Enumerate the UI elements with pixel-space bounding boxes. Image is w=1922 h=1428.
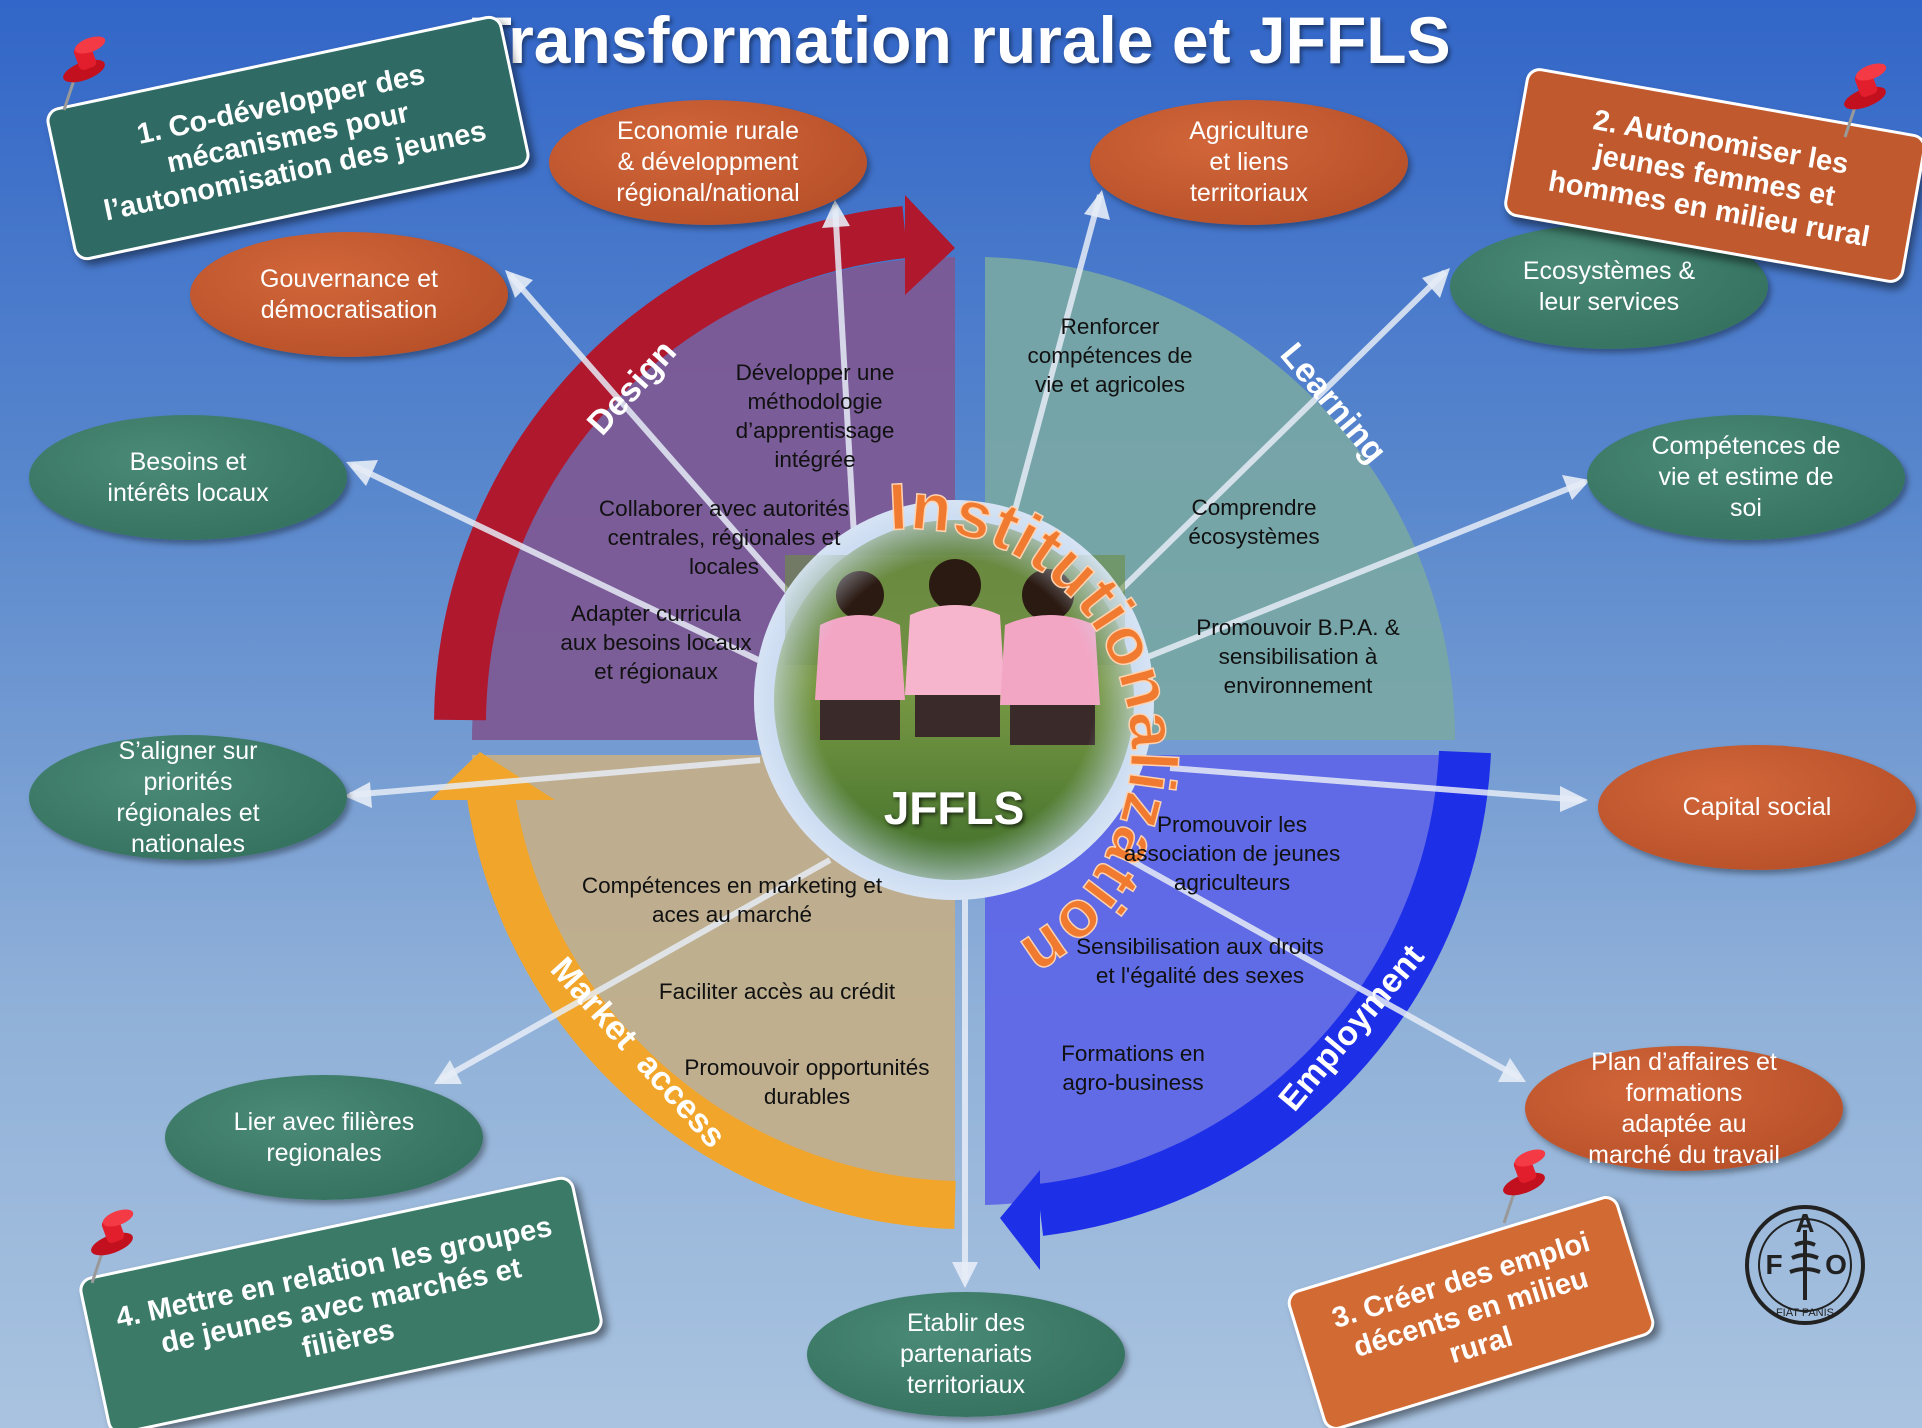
- arrowhead-gouvernance: [505, 270, 533, 298]
- arrowhead-aligner: [344, 782, 372, 808]
- design-item-curricula: Adapter curricula aux besoins locaux et …: [560, 601, 752, 684]
- center-photo: [754, 500, 1154, 900]
- arrow-besoins: [350, 462, 802, 683]
- fao-letter-f: F: [1765, 1249, 1782, 1280]
- fao-logo: F A O FIAT PANIS: [1745, 1205, 1865, 1325]
- oval-etablir: Etablir des partenariats territoriaux: [807, 1292, 1125, 1417]
- learning-item-bpa: Promouvoir B.P.A. & sensibilisation à en…: [1196, 615, 1400, 698]
- fao-letter-a: A: [1796, 1208, 1815, 1238]
- market-item-opportunities: Promouvoir opportunités durables: [684, 1055, 930, 1109]
- arrowhead-competences: [1562, 475, 1590, 500]
- design-item-collaborate: Collaborer avec autorités centrales, rég…: [598, 496, 850, 579]
- pushpin-icon: [90, 1209, 134, 1284]
- market-item-marketing: Compétences en marketing et aces au marc…: [581, 873, 883, 927]
- arrow-ecosystemes: [1087, 269, 1448, 623]
- employment-arc: [1036, 750, 1491, 1236]
- employment-arrowhead: [1000, 1170, 1040, 1270]
- arrowhead-ecosystemes: [1422, 268, 1450, 298]
- pushpin-icon: [62, 36, 106, 111]
- arrow-capital: [1169, 765, 1583, 803]
- arrow-aligner: [349, 757, 761, 798]
- oval-besoins: Besoins et intérêts locaux: [29, 415, 347, 540]
- design-arrowhead: [905, 195, 955, 295]
- fao-letter-o: O: [1825, 1249, 1847, 1280]
- arrowhead-etablir: [952, 1262, 978, 1288]
- arrow-competences: [1138, 479, 1587, 663]
- market-item-credit: Faciliter accès au crédit: [658, 979, 896, 1004]
- arrow-heads: [344, 190, 1590, 1288]
- arrowhead-agriculture: [1084, 190, 1110, 220]
- jffls-label: JFFLS: [883, 782, 1025, 834]
- quadrant-employment: [985, 755, 1455, 1205]
- arrowhead-plan: [1498, 1058, 1526, 1082]
- design-item-methodology: Développer une méthodologie d’apprentiss…: [735, 360, 895, 472]
- pushpin-icon: [1502, 1149, 1546, 1224]
- oval-aligner: S’aligner sur priorités régionales et na…: [29, 735, 347, 860]
- arrow-plan: [1128, 857, 1522, 1081]
- employment-item-associations: Promouvoir les association de jeunes agr…: [1123, 812, 1341, 895]
- arrow-gouvernance: [507, 273, 833, 642]
- arrowhead-besoins: [346, 460, 378, 486]
- fao-motto: FIAT PANIS: [1776, 1307, 1834, 1319]
- employment-item-agrobusiness: Formations en agro-business: [1061, 1041, 1205, 1095]
- arrowhead-lier: [434, 1060, 462, 1084]
- learning-item-skills: Renforcer compétences de vie et agricole…: [1027, 314, 1193, 397]
- arrow-lier: [438, 857, 832, 1083]
- learning-item-ecosystems: Comprendre écosystèmes: [1188, 495, 1320, 549]
- oval-economie: Economie rurale & développment régional/…: [549, 100, 867, 225]
- oval-agriculture: Agriculture et liens territoriaux: [1090, 100, 1408, 225]
- arrowhead-capital: [1560, 786, 1588, 812]
- market-arc: [466, 786, 956, 1229]
- oval-competences: Compétences de vie et estime de soi: [1587, 415, 1905, 540]
- employment-item-rights: Sensibilisation aux droits et l'égalité …: [1076, 934, 1324, 988]
- oval-capital: Capital social: [1598, 745, 1916, 870]
- pushpin-icon: [1843, 63, 1887, 138]
- page-title: Transformation rurale et JFFLS: [471, 3, 1451, 77]
- oval-gouvernance: Gouvernance et démocratisation: [190, 232, 508, 357]
- oval-lier: Lier avec filières regionales: [165, 1075, 483, 1200]
- design-arc: [434, 206, 908, 721]
- oval-plan: Plan d’affaires et formations adaptée au…: [1525, 1046, 1843, 1171]
- quadrant-market: [472, 755, 955, 1206]
- arrowhead-economie: [822, 200, 850, 228]
